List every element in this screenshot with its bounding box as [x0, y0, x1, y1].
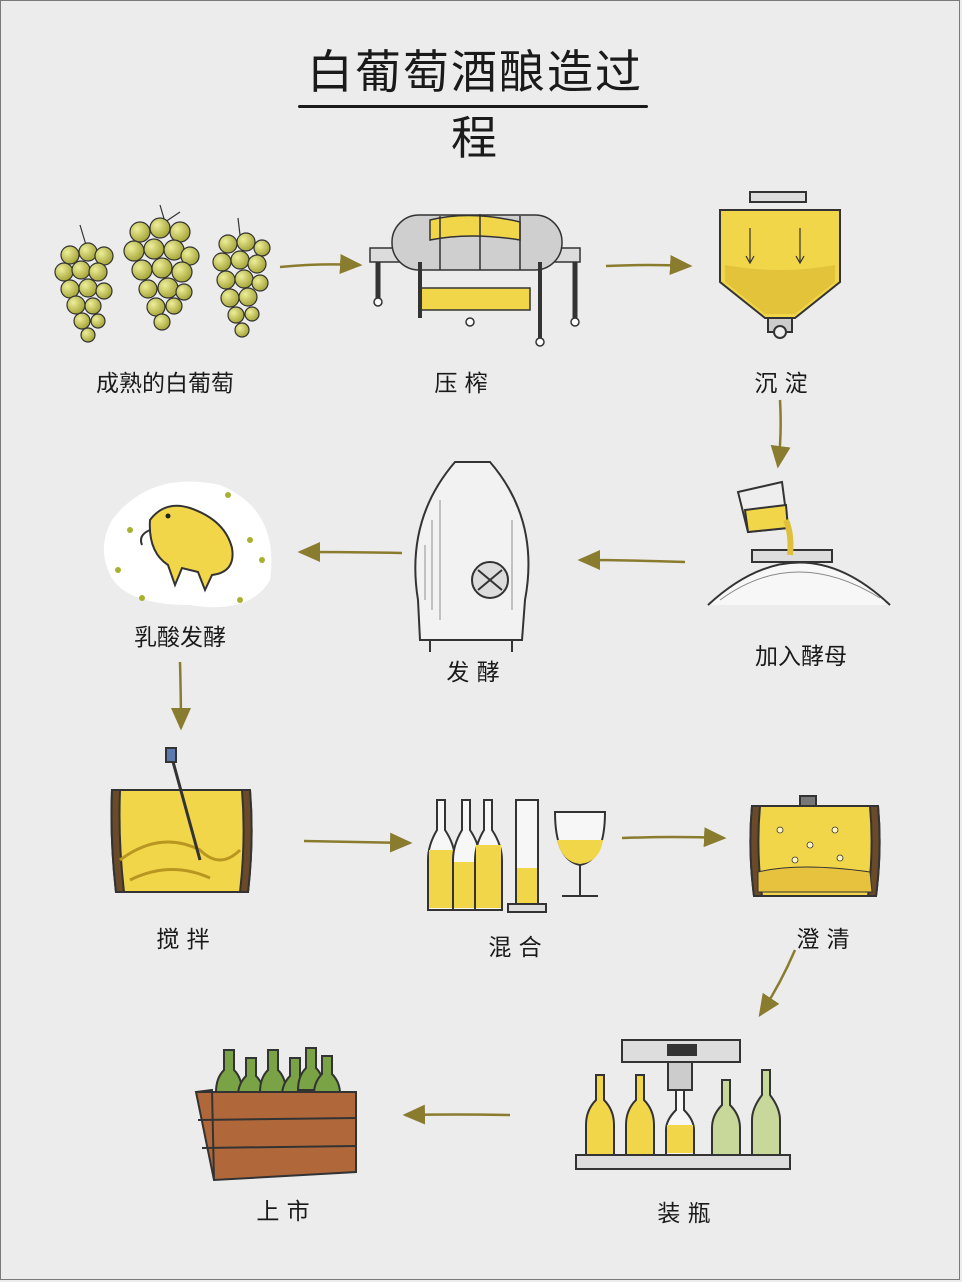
add-yeast-illustration — [707, 480, 891, 606]
flow-arrows — [170, 254, 797, 1125]
step-label-malolactic: 乳酸发酵 — [134, 625, 226, 651]
blending-illustration — [427, 799, 607, 913]
fermentation-tank-illustration — [414, 461, 530, 652]
step-label-clarification: 澄 清 — [796, 927, 850, 953]
bottling-illustration — [575, 1039, 791, 1170]
arrow-grapes-to-press — [279, 254, 363, 274]
arrow-ferment-to-malolactic — [297, 542, 403, 563]
step-label-ripe-grapes: 成熟的白葡萄 — [96, 371, 234, 397]
arrow-malolactic-to-stir — [170, 661, 191, 731]
stirring-barrel-illustration — [110, 747, 253, 893]
page-title: 白葡萄酒酿造过程 — [307, 45, 643, 165]
press-illustration — [369, 214, 581, 347]
arrow-clarify-to-bottle — [758, 949, 797, 1018]
arrow-yeast-to-ferment — [577, 550, 686, 571]
clarification-barrel-illustration — [749, 795, 881, 897]
malolactic-illustration — [103, 481, 272, 608]
grapes-illustration — [54, 204, 271, 343]
title-underline — [298, 105, 648, 108]
step-label-market: 上 市 — [256, 1199, 310, 1225]
arrow-settle-to-yeast — [770, 399, 791, 469]
step-label-pressing: 压 榨 — [434, 371, 488, 397]
step-label-add-yeast: 加入酵母 — [755, 644, 847, 670]
wine-crate-illustration — [194, 1047, 357, 1182]
arrow-press-to-settle — [605, 255, 693, 275]
step-label-blending: 混 合 — [488, 935, 542, 961]
arrow-blend-to-clarify — [621, 827, 727, 848]
arrow-stir-to-blend — [303, 832, 413, 853]
step-label-bottling: 装 瓶 — [657, 1201, 711, 1227]
settling-tank-illustration — [719, 191, 841, 339]
arrow-bottle-to-market — [402, 1104, 511, 1125]
step-label-fermentation: 发 酵 — [446, 660, 500, 686]
step-label-stirring: 搅 拌 — [156, 927, 210, 953]
step-label-settling: 沉 淀 — [754, 371, 808, 397]
